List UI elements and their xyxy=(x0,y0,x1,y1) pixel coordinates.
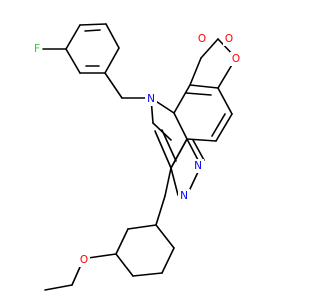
atom-O-label: O xyxy=(232,53,240,65)
bond xyxy=(161,129,177,162)
bond xyxy=(170,167,179,196)
bond xyxy=(132,272,163,277)
bond xyxy=(186,138,217,142)
bond xyxy=(170,138,188,169)
bond xyxy=(71,266,81,286)
atom-labels: O O O F N N N O xyxy=(31,32,242,267)
bond xyxy=(104,47,120,74)
bond xyxy=(200,38,219,59)
bonds xyxy=(42,23,237,291)
bond xyxy=(65,24,81,50)
bond xyxy=(189,171,199,190)
bond xyxy=(161,247,175,274)
atom-O-label: O xyxy=(225,33,233,45)
bond xyxy=(217,87,233,115)
bond xyxy=(104,72,123,99)
bond xyxy=(189,57,202,86)
atom-O-label: O xyxy=(198,33,206,45)
bond xyxy=(185,92,212,96)
bond xyxy=(173,84,191,114)
atom-N-label: N xyxy=(180,190,188,202)
bond xyxy=(192,139,205,161)
atom-N-label: N xyxy=(147,93,155,105)
structure-diagram: O O O F N N N O xyxy=(31,23,242,291)
bond xyxy=(164,167,172,197)
bond xyxy=(154,130,172,169)
bond xyxy=(84,29,101,32)
bond xyxy=(155,195,166,226)
bond xyxy=(173,112,188,140)
bond xyxy=(127,224,157,230)
bond xyxy=(186,138,199,161)
atom-O-label: O xyxy=(80,254,88,266)
bond xyxy=(79,23,107,26)
bond xyxy=(155,224,175,249)
bond xyxy=(115,228,129,255)
bond xyxy=(44,284,73,291)
atom-N-label: N xyxy=(194,160,202,172)
bond xyxy=(115,253,134,277)
bond xyxy=(105,23,120,49)
atom-F-label: F xyxy=(34,43,40,55)
bond xyxy=(215,113,233,142)
bond xyxy=(211,113,226,137)
bond xyxy=(65,48,81,74)
bond xyxy=(189,84,219,89)
bond xyxy=(87,253,117,259)
